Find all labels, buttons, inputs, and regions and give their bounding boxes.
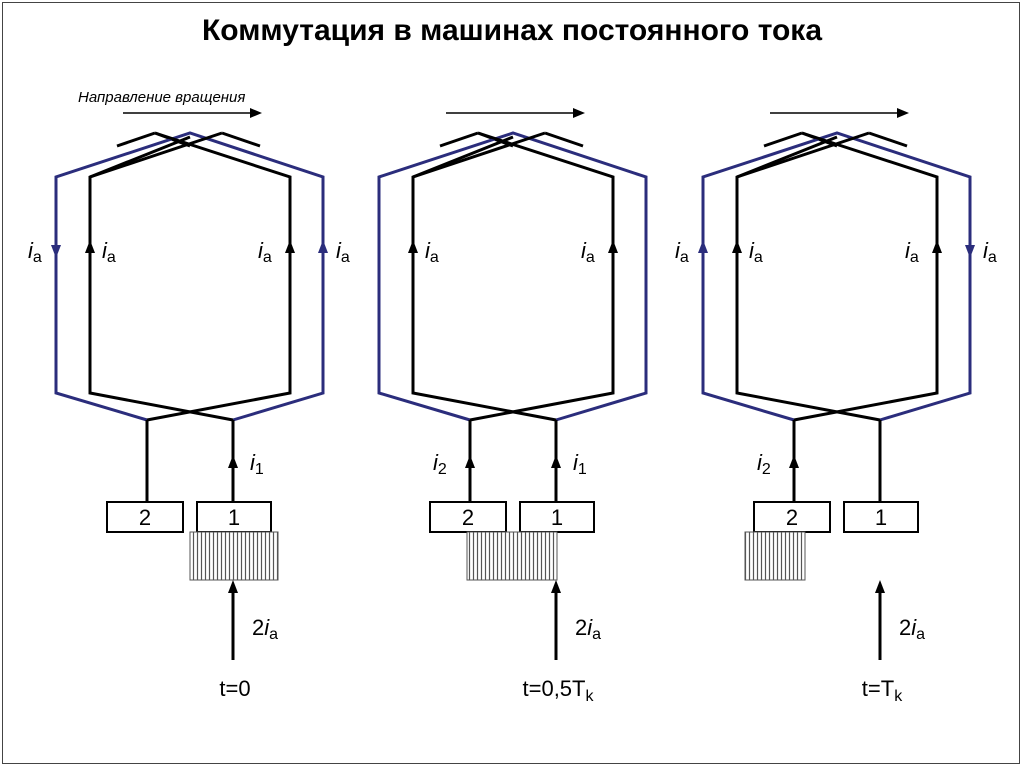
coil-current-label-right: ia [905,238,919,266]
time-label: t=Tk [862,676,903,705]
segment-label-1: 1 [551,505,563,530]
branch-current-arrow-2 [465,455,475,468]
commutation-panel-1: 2 1 2ia t=0 ia ia ia ia i1 Направление вращения [28,89,350,701]
coil-current-arrow-left [732,240,742,253]
total-current-label: 2ia [899,615,925,643]
segment-label-2: 2 [462,505,474,530]
black-coil-right [146,131,292,422]
overhang-bar-left [439,131,479,148]
segment-label-2: 2 [786,505,798,530]
blue-current-label-left: ia [675,238,689,266]
coil-current-label-left: ia [749,238,763,266]
commutator-segment-1 [196,501,272,533]
commutator-segment-2 [106,501,184,533]
blue-current-label-left: ia [28,238,42,266]
black-coil-left [88,135,234,422]
black-coil-left [411,135,557,422]
black-coil-top-cross [412,131,546,179]
coil-current-arrow-right [608,240,618,253]
branch-current-arrow-1 [228,455,238,468]
segment-label-1: 1 [228,505,240,530]
coil-current-arrow-right [285,240,295,253]
black-coil-top-cross [736,131,870,179]
coil-current-arrow-left [408,240,418,253]
coil-current-label-left: ia [425,238,439,266]
branch-current-arrow-2 [789,455,799,468]
commutator-segment-1 [843,501,919,533]
overhang-bar-right [221,131,261,148]
brush [466,531,558,581]
commutation-panel-3: 2 1 2ia t=Tk ia ia ia ia i2 [675,108,997,705]
blue-coil [54,131,325,422]
blue-current-label-right: ia [336,238,350,266]
coil-current-label-left: ia [102,238,116,266]
segment-label-1: 1 [875,505,887,530]
blue-current-arrow-right [318,240,328,253]
black-coil-right [793,131,939,422]
total-current-arrow [875,580,885,593]
rotation-label: Направление вращения [78,89,245,106]
time-label: t=0,5Tk [523,676,595,705]
overhang-bar-right [544,131,584,148]
black-coil-right [469,131,615,422]
blue-current-arrow-left [698,240,708,253]
coil-current-label-right: ia [581,238,595,266]
coil-current-arrow-left [85,240,95,253]
black-coil-top-cross [89,131,223,179]
rotation-arrow-head [897,108,909,118]
black-coil-left [735,135,881,422]
branch-current-label-1: i1 [250,450,264,478]
page-title: Коммутация в машинах постоянного тока [201,14,823,47]
total-current-label: 2ia [252,615,278,643]
segment-label-2: 2 [139,505,151,530]
overhang-bar-left [763,131,803,148]
overhang-bar-left [116,131,156,148]
branch-current-arrow-1 [551,455,561,468]
commutator-segment-2 [429,501,507,533]
overhang-bar-right [868,131,908,148]
rotation-arrow-head [573,108,585,118]
branch-current-label-2: i2 [757,450,771,478]
total-current-label: 2ia [575,615,601,643]
branch-current-label-1: i1 [573,450,587,478]
brush [744,531,806,581]
blue-current-label-right: ia [983,238,997,266]
total-current-arrow [551,580,561,593]
rotation-arrow-head [250,108,262,118]
blue-coil [701,131,972,422]
blue-coil [377,131,648,422]
branch-current-label-2: i2 [433,450,447,478]
brush [189,531,279,581]
time-label: t=0 [219,676,250,701]
blue-current-arrow-right [965,245,975,258]
total-current-arrow [228,580,238,593]
coil-current-label-right: ia [258,238,272,266]
blue-current-arrow-left [51,245,61,258]
coil-current-arrow-right [932,240,942,253]
commutation-panel-2: 2 1 2ia t=0,5Tk ia ia i2 i1 [377,108,648,705]
